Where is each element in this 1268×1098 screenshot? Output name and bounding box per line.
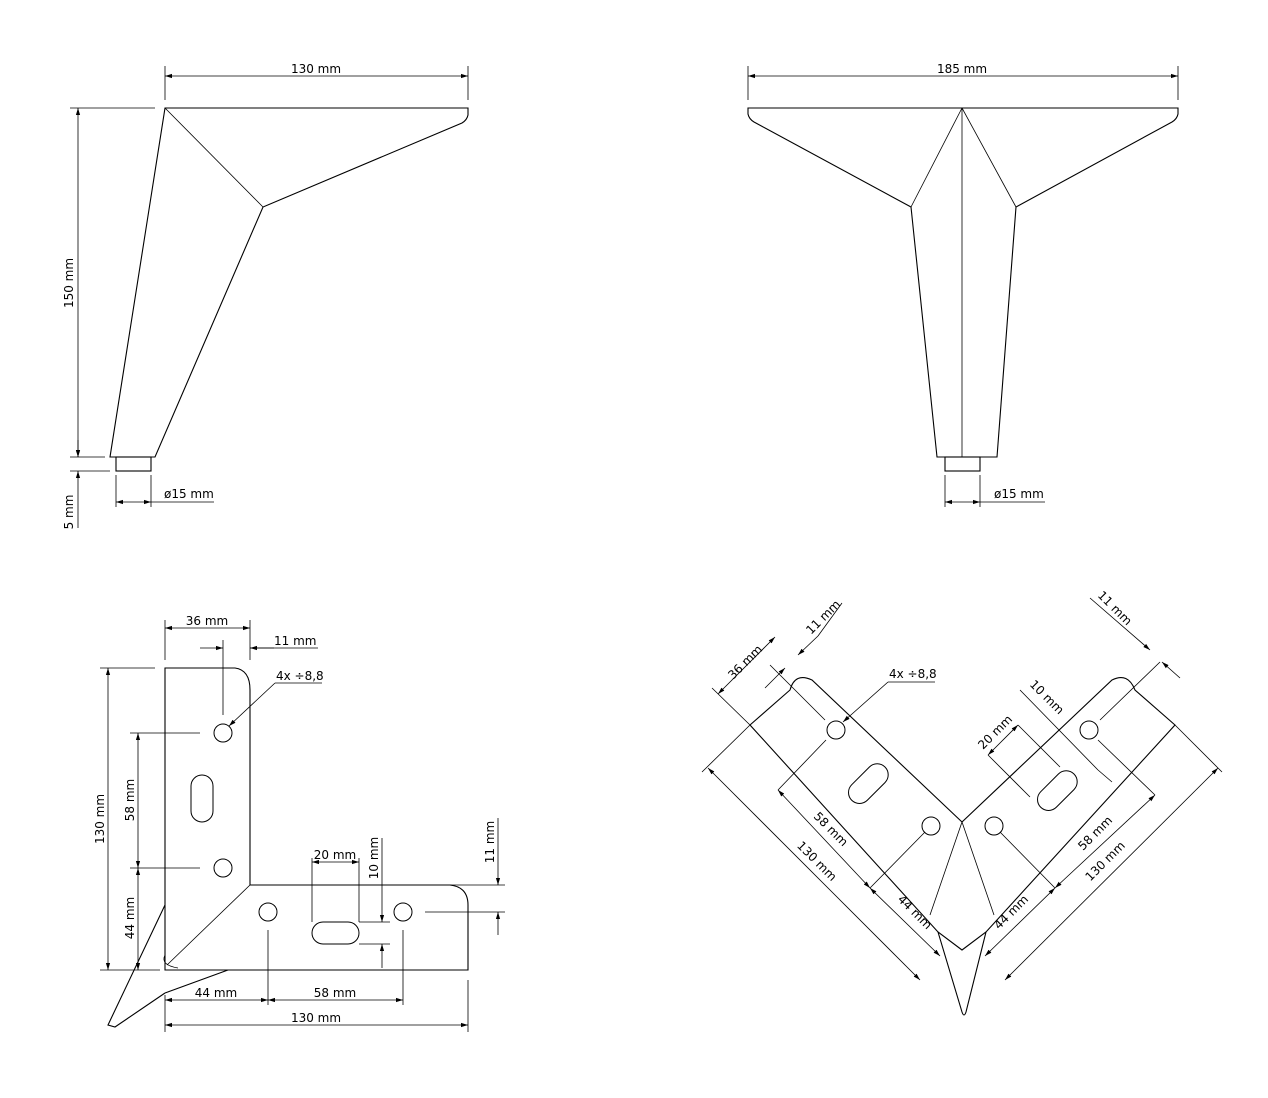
rotated-right-edge-offset-label: 11 mm [1095, 588, 1135, 628]
plate-horizontal-corner-offset-label: 44 mm [195, 986, 237, 1000]
rotated-slot-length-dimension: 20 mm [975, 712, 1061, 798]
rotated-slot-width-label: 10 mm [1027, 677, 1067, 717]
plate-slot-width-dimension: 10 mm [359, 837, 390, 968]
rotated-slot-length-label: 20 mm [975, 712, 1015, 752]
front-view: 185 mm ø15 mm [747, 62, 1179, 507]
rotated-left-edge-offset-dimension: 11 mm [764, 597, 843, 689]
side-foot-height-dimension: 5 mm [62, 440, 110, 529]
plate-horizontal-length-dimension: 130 mm [164, 980, 469, 1032]
side-height-label: 150 mm [62, 258, 76, 308]
front-leg-outline [747, 107, 1179, 472]
side-view: 130 mm 150 mm 5 mm ø15 mm [62, 62, 469, 529]
front-foot-diameter-dimension: ø15 mm [944, 475, 1045, 507]
rotated-holes-callout: 4x ÷8,8 [842, 667, 937, 723]
rotated-right-corner-offset-label: 44 mm [991, 892, 1031, 932]
plate-edge-offset-label: 11 mm [274, 634, 316, 648]
rotated-left-length-dimension: 130 mm [701, 724, 921, 981]
plate-arm-width-label: 36 mm [186, 614, 228, 628]
plate-vertical-corner-offset-label: 44 mm [123, 897, 137, 939]
side-height-dimension: 150 mm [62, 107, 155, 458]
rotated-holes-label: 4x ÷8,8 [889, 667, 937, 681]
plate-holes-callout: 4x ÷8,8 [228, 669, 324, 727]
rotated-right-hole-spacing-dimension: 58 mm [1054, 794, 1156, 889]
plate-horizontal-edge-offset-label: 11 mm [483, 821, 497, 863]
plate-slot-length-label: 20 mm [314, 848, 356, 862]
side-width-label: 130 mm [291, 62, 341, 76]
plate-vertical-hole-spacing-label: 58 mm [123, 779, 137, 821]
plate-top-view: 36 mm 11 mm 4x ÷8,8 20 mm 10 mm [93, 614, 505, 1032]
side-foot-height-label: 5 mm [62, 495, 76, 530]
mounting-hole [984, 816, 1004, 836]
side-width-dimension: 130 mm [164, 62, 469, 100]
plate-hole-reference-lines [130, 640, 505, 1005]
plate-vertical-length-label: 130 mm [93, 794, 107, 844]
front-width-dimension: 185 mm [747, 62, 1179, 100]
rotated-left-corner-offset-dimension: 44 mm [869, 887, 941, 957]
plate-horizontal-length-label: 130 mm [291, 1011, 341, 1025]
plate-vertical-hole-spacing-dimension: 58 mm [123, 733, 141, 868]
rotated-arm-width-label: 36 mm [725, 642, 765, 682]
rotated-plate-outline [749, 677, 1176, 1016]
rotated-right-edge-offset-dimension: 11 mm [1089, 588, 1181, 679]
rotated-right-length-dimension: 130 mm [1004, 724, 1223, 981]
mounting-hole [393, 902, 413, 922]
plate-horizontal-corner-offset-dimension: 44 mm [165, 986, 268, 1003]
mounting-slot [1037, 770, 1078, 811]
plate-vertical-corner-offset-dimension: 44 mm [123, 868, 141, 970]
mounting-hole [213, 723, 233, 743]
mounting-slot [311, 921, 360, 945]
plate-horizontal-edge-offset-dimension: 11 mm [483, 818, 501, 935]
mounting-hole [213, 858, 233, 878]
plate-arm-width-dimension: 36 mm [164, 614, 251, 660]
plate-outline [107, 667, 469, 1028]
plate-edge-offset-dimension: 11 mm [200, 634, 318, 651]
rotated-left-corner-offset-label: 44 mm [895, 892, 935, 932]
mounting-hole [258, 902, 278, 922]
mounting-hole [826, 720, 846, 740]
plate-slot-length-dimension: 20 mm [311, 848, 360, 922]
side-foot-diameter-dimension: ø15 mm [115, 475, 214, 507]
mounting-hole [921, 816, 941, 836]
plate-slot-width-label: 10 mm [367, 837, 381, 879]
mounting-slot [848, 763, 889, 804]
mounting-slot [190, 774, 214, 823]
rotated-left-edge-offset-label: 11 mm [803, 597, 843, 637]
front-width-label: 185 mm [937, 62, 987, 76]
front-foot-diameter-label: ø15 mm [994, 487, 1044, 501]
mounting-hole [1079, 720, 1099, 740]
plate-rotated-view: 36 mm 11 mm 4x ÷8,8 11 mm 20 mm 10 m [701, 588, 1223, 1016]
plate-horizontal-hole-spacing-dimension: 58 mm [268, 986, 403, 1003]
plate-horizontal-hole-spacing-label: 58 mm [314, 986, 356, 1000]
plate-holes-label: 4x ÷8,8 [276, 669, 324, 683]
side-foot-diameter-label: ø15 mm [164, 487, 214, 501]
rotated-right-corner-offset-dimension: 44 mm [984, 887, 1056, 957]
side-leg-outline [109, 107, 469, 472]
plate-vertical-length-dimension: 130 mm [93, 667, 160, 971]
